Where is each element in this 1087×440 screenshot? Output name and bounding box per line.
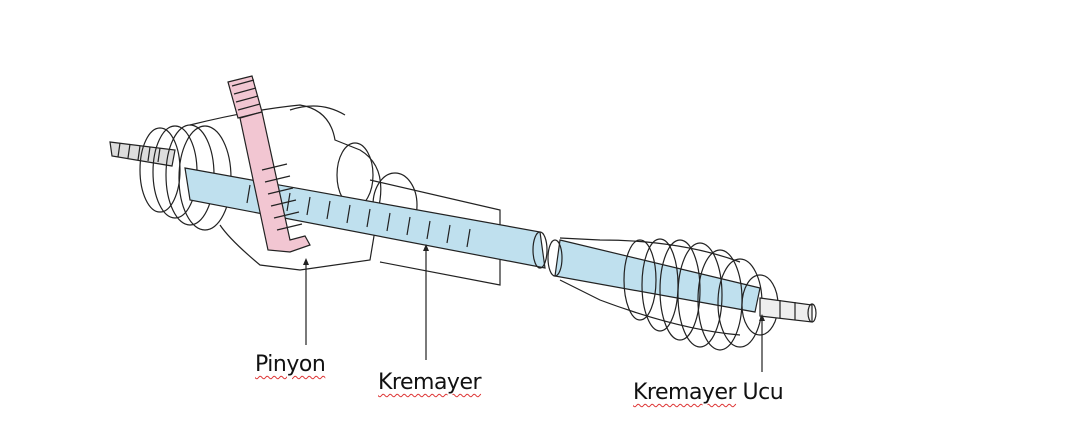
rack-end-label-word2: Ucu [742, 380, 784, 405]
left-tie-rod [109, 141, 176, 167]
rack-label: Kremayer [378, 370, 482, 395]
right-bellows [559, 237, 779, 351]
rack-label-text: Kremayer [378, 370, 482, 395]
pinion-label-text: Pinyon [255, 352, 326, 377]
pinion-label: Pinyon [255, 352, 326, 377]
rack-end-label-word1: Kremayer [633, 380, 737, 405]
rack-end [759, 297, 817, 323]
pinion [227, 75, 311, 253]
rack-end-label: Kremayer Ucu [633, 380, 784, 405]
